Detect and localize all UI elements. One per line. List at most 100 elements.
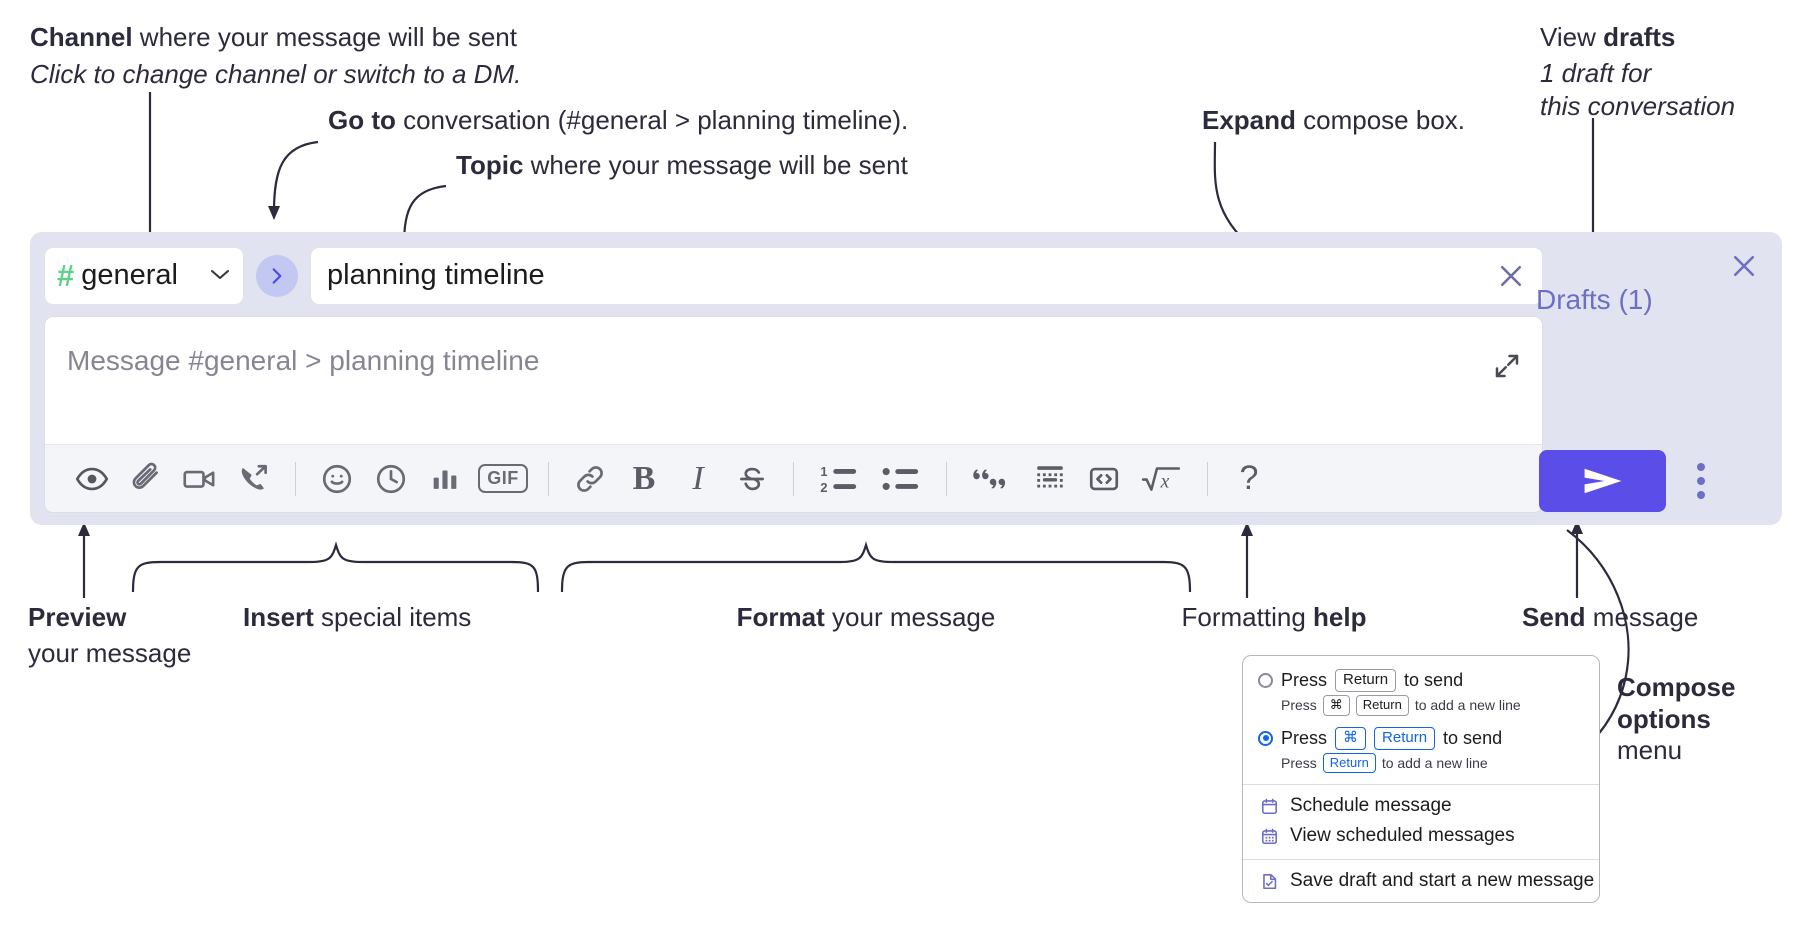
calendar-icon: [1259, 796, 1279, 816]
annotation-send-rest: message: [1585, 602, 1699, 632]
poll-icon[interactable]: [418, 452, 472, 506]
expand-compose-icon[interactable]: [1490, 349, 1524, 383]
annotation-topic-bold: Topic: [456, 150, 524, 180]
huddle-icon[interactable]: [227, 452, 281, 506]
menu-divider: [1243, 784, 1599, 786]
italic-label: I: [692, 459, 704, 497]
radio-selected[interactable]: [1258, 730, 1273, 746]
toolbar-separator: [548, 461, 549, 496]
menu-divider: [1243, 859, 1599, 861]
option1-sub-post: to add a new line: [1414, 697, 1521, 714]
close-icon[interactable]: [1726, 248, 1762, 284]
topic-input[interactable]: planning timeline: [310, 246, 1543, 305]
compose-left-column: # general planning timeline: [44, 244, 1543, 513]
math-icon[interactable]: x: [1131, 452, 1193, 506]
send-button[interactable]: [1539, 450, 1666, 512]
draft-check-icon: [1259, 871, 1279, 891]
annotation-preview-bold: Preview: [28, 602, 127, 632]
strikethrough-icon[interactable]: [725, 452, 779, 506]
channel-selector[interactable]: # general: [44, 246, 244, 305]
help-label: ?: [1239, 459, 1259, 497]
annotation-format-bold: Format: [736, 602, 825, 632]
annotation-compose-rest: menu: [1617, 735, 1683, 766]
option2-sub-pre: Press: [1281, 754, 1317, 771]
chevron-down-icon: [209, 266, 231, 286]
menu-item-label: Save draft and start a new message: [1290, 870, 1595, 892]
annotation-format: Format your message: [737, 602, 996, 634]
inline-code-icon[interactable]: [1077, 452, 1131, 506]
menu-item-label: Schedule message: [1290, 795, 1452, 817]
compose-options-menu: Press Return to send Press ⌘ Return to a…: [1242, 655, 1600, 904]
compose-options-button[interactable]: [1689, 452, 1713, 510]
annotation-send: Send message: [1522, 602, 1698, 634]
key-return: Return: [1335, 669, 1397, 692]
bulleted-list-icon[interactable]: [870, 452, 932, 506]
gif-icon[interactable]: GIF: [472, 452, 534, 506]
key-return: Return: [1355, 695, 1409, 716]
svg-text:x: x: [1160, 471, 1170, 492]
annotation-channel-sub: Click to change channel or switch to a D…: [30, 58, 522, 89]
annotation-goto-rest: conversation (#general > planning timeli…: [395, 105, 909, 135]
toolbar-separator: [946, 461, 947, 496]
key-return: Return: [1322, 752, 1376, 774]
italic-icon[interactable]: I: [671, 452, 725, 506]
annotation-channel: Channel where your message will be sent …: [30, 22, 521, 90]
annotation-formatting-help: Formatting help: [1182, 602, 1367, 634]
annotation-expand-bold: Expand: [1202, 105, 1296, 135]
go-to-conversation-button[interactable]: [256, 254, 298, 297]
message-input-box[interactable]: Message #general > planning timeline: [44, 316, 1543, 513]
bold-label: B: [632, 459, 656, 497]
drafts-link[interactable]: Drafts (1): [1536, 284, 1653, 315]
channel-name: general: [81, 259, 178, 291]
preview-icon[interactable]: [65, 452, 119, 506]
menu-item-save-draft[interactable]: Save draft and start a new message: [1243, 866, 1599, 896]
send-option-return[interactable]: Press Return to send: [1243, 666, 1599, 694]
menu-item-label: View scheduled messages: [1290, 825, 1515, 847]
annotation-format-rest: your message: [824, 602, 996, 632]
svg-text:1: 1: [820, 464, 827, 479]
annotation-drafts: View drafts 1 draft for this conversatio…: [1540, 22, 1735, 123]
menu-item-schedule-message[interactable]: Schedule message: [1243, 791, 1599, 821]
send-option-return-hint: Press ⌘ Return to add a new line: [1243, 694, 1599, 719]
annotation-topic-rest: where your message will be sent: [523, 150, 908, 180]
compose-panel: # general planning timeline: [30, 232, 1782, 525]
send-icon: [1584, 468, 1621, 494]
annotation-channel-bold: Channel: [30, 22, 133, 52]
emoji-icon[interactable]: [310, 452, 364, 506]
annotation-insert-bold: Insert: [243, 602, 314, 632]
code-block-icon[interactable]: [1023, 452, 1077, 506]
reminder-icon[interactable]: [364, 452, 418, 506]
blockquote-icon[interactable]: [961, 452, 1023, 506]
bold-icon[interactable]: B: [617, 452, 671, 506]
attachment-icon[interactable]: [119, 452, 173, 506]
hash-icon: #: [57, 258, 74, 293]
kebab-dot: [1697, 477, 1705, 485]
annotation-drafts-pre: View: [1540, 22, 1604, 52]
calendar-grid-icon: [1259, 826, 1279, 846]
annotation-send-bold: Send: [1522, 602, 1586, 632]
annotation-expand: Expand compose box.: [1202, 105, 1465, 137]
annotation-formatting-pre: Formatting: [1181, 602, 1314, 632]
video-icon[interactable]: [173, 452, 227, 506]
annotation-compose-bold-1: Compose: [1617, 672, 1736, 702]
link-icon[interactable]: [563, 452, 617, 506]
topic-value: planning timeline: [327, 259, 545, 291]
formatting-help-icon[interactable]: ?: [1222, 452, 1276, 506]
message-placeholder: Message #general > planning timeline: [67, 345, 540, 376]
send-option-cmd-return[interactable]: Press ⌘ Return to send: [1243, 724, 1599, 752]
toolbar-separator: [295, 461, 296, 496]
option1-pre: Press: [1281, 670, 1328, 690]
ordered-list-icon[interactable]: 1 2: [808, 452, 870, 506]
toolbar-separator: [793, 461, 794, 496]
clear-topic-icon[interactable]: [1494, 259, 1528, 293]
option2-post: to send: [1443, 727, 1503, 748]
menu-item-view-scheduled-messages[interactable]: View scheduled messages: [1243, 821, 1599, 851]
annotation-preview: Preview your message: [28, 602, 191, 669]
option2-pre: Press: [1281, 727, 1328, 748]
annotation-drafts-sub2: this conversation: [1540, 91, 1736, 122]
key-return: Return: [1374, 726, 1436, 750]
annotation-preview-rest: your message: [28, 637, 192, 668]
annotation-topic: Topic where your message will be sent: [456, 150, 908, 182]
radio-unselected[interactable]: [1258, 673, 1273, 688]
kebab-dot: [1697, 463, 1705, 471]
